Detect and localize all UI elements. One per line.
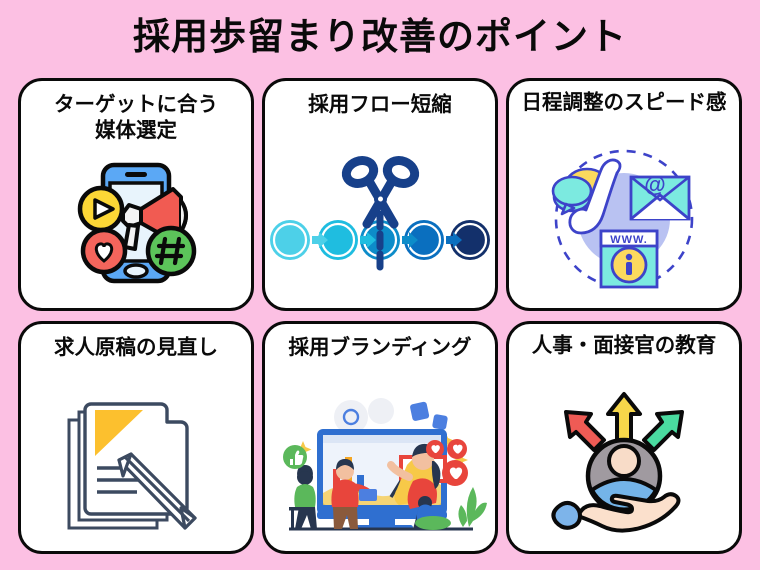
card-interviewer-training[interactable]: 人事・面接官の教育 bbox=[506, 321, 742, 554]
smartphone-social-megaphone-icon bbox=[21, 139, 251, 304]
card-title-job-posting-review: 求人原稿の見直し bbox=[54, 336, 218, 359]
card-title-interviewer-training: 人事・面接官の教育 bbox=[531, 334, 717, 357]
points-card-grid: ターゲットに合う 媒体選定 bbox=[18, 78, 742, 554]
card-title-flow-shortening: 採用フロー短縮 bbox=[308, 93, 452, 116]
card-title-media-selection: ターゲットに合う 媒体選定 bbox=[54, 93, 218, 142]
card-job-posting-review[interactable]: 求人原稿の見直し bbox=[18, 321, 254, 554]
www-label: WWW. bbox=[610, 234, 648, 246]
hand-holding-person-growth-icon bbox=[509, 382, 739, 547]
document-pencil-edit-icon bbox=[21, 382, 251, 547]
card-recruitment-branding[interactable]: 採用ブランディング bbox=[262, 321, 498, 554]
contact-channels-icon: @ WWW. bbox=[509, 139, 739, 304]
card-media-selection[interactable]: ターゲットに合う 媒体選定 bbox=[18, 78, 254, 311]
scissors-cutting-process-chain-icon bbox=[265, 139, 495, 304]
card-title-scheduling-speed: 日程調整のスピード感 bbox=[521, 91, 727, 114]
page-title: 採用歩留まり改善のポイント bbox=[133, 16, 627, 57]
branding-monitor-people-icon bbox=[265, 382, 495, 547]
card-scheduling-speed[interactable]: 日程調整のスピード感 @ WWW. bbox=[506, 78, 742, 311]
card-title-recruitment-branding: 採用ブランディング bbox=[288, 336, 472, 359]
at-symbol-label: @ bbox=[644, 172, 665, 197]
card-flow-shortening[interactable]: 採用フロー短縮 bbox=[262, 78, 498, 311]
